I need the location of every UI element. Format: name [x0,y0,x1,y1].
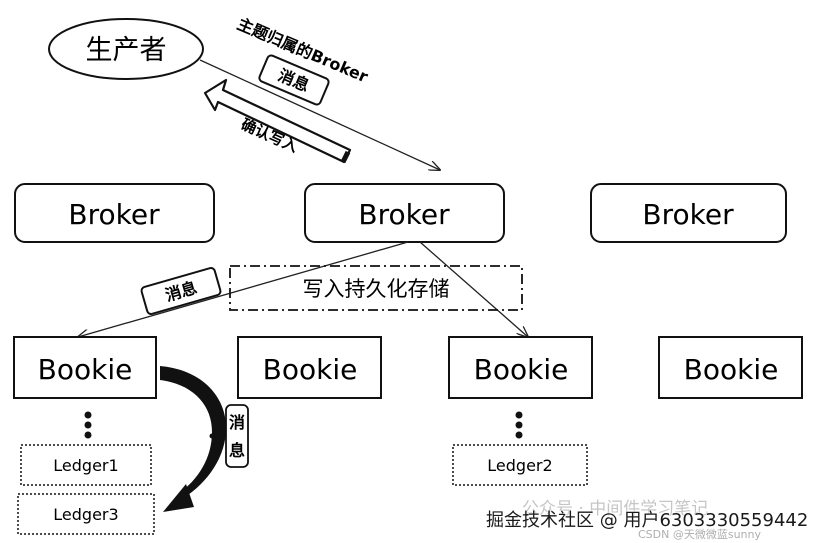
bookie-label-3: Bookie [474,353,569,386]
message-tag-middle: 消息 [140,267,222,315]
ack-arrow [203,78,352,164]
ellipsis-dots-1 [84,411,92,439]
bookie-label-4: Bookie [684,353,779,386]
broker-node-1: Broker [14,183,215,243]
message-tag-vertical-char-1: 消 [229,413,245,432]
ledger-node-2: Ledger2 [452,444,588,486]
message-tag-vertical: 消 息 [225,404,249,468]
ledger-label-2: Ledger2 [487,456,552,475]
message-tag-top: 消息 [258,54,330,106]
broker-label-2: Broker [358,198,450,231]
broker-node-3: Broker [590,183,787,243]
watermark-csdn: CSDN @天微微蓝sunny [638,528,762,541]
bookie-node-4: Bookie [658,336,803,399]
bookie-label-2: Bookie [263,353,358,386]
bookie-label-1: Bookie [38,353,133,386]
persist-label: 写入持久化存储 [303,277,450,301]
producer-node: 生产者 [48,18,204,80]
broker-label-3: Broker [642,198,734,231]
broker-label-1: Broker [68,198,160,231]
broker-to-bookie3-arrow [419,241,528,337]
ledger-node-3: Ledger3 [17,493,155,535]
broker-to-bookie1-arrow [78,241,409,337]
ledger-node-1: Ledger1 [20,444,152,486]
bookie-node-3: Bookie [448,336,593,399]
persist-box: 写入持久化存储 [229,265,523,311]
ledger-label-1: Ledger1 [53,456,118,475]
producer-label: 生产者 [86,35,167,66]
bookie-node-1: Bookie [13,336,157,399]
watermark-juejin: 掘金技术社区 @ 用户6303330559442 [486,510,809,531]
curved-write-arrow [160,366,227,512]
ledger-label-3: Ledger3 [53,505,118,524]
producer-to-broker-arrow [199,59,440,170]
bookie-node-2: Bookie [237,336,382,399]
broker-node-2: Broker [304,183,505,243]
watermark-wechat: 公众号 · 中间件学习笔记 [522,499,709,519]
message-tag-vertical-char-2: 息 [229,441,245,460]
ellipsis-dots-2 [515,411,523,439]
